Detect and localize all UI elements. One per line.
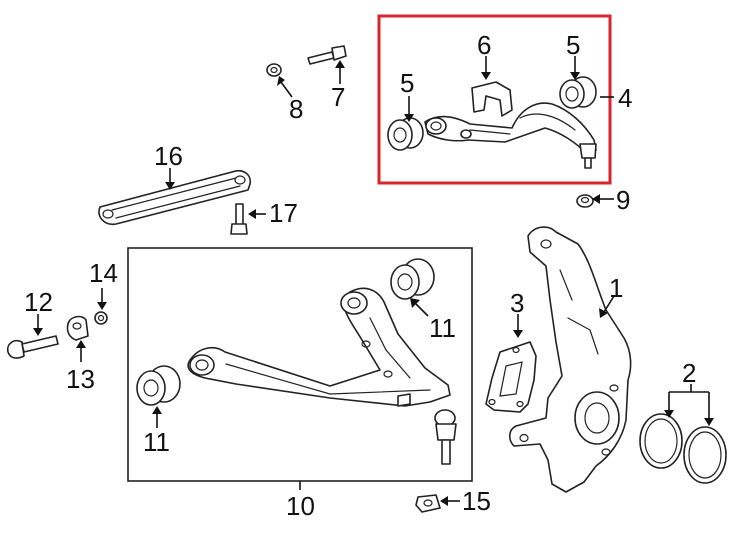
- callout-3: 3: [510, 288, 524, 318]
- callout-14: 14: [89, 258, 118, 288]
- arrow-5a: [404, 114, 414, 122]
- arrow-2b: [704, 418, 714, 426]
- callout-10: 10: [286, 491, 315, 521]
- leader-8: [280, 81, 293, 98]
- leader-11b: [415, 303, 429, 317]
- bushing-11-right: [390, 258, 435, 300]
- bushing-5-right: [559, 76, 597, 109]
- arrow-11a: [152, 406, 162, 414]
- arrow-9: [592, 194, 600, 204]
- bushing-5-left: [387, 117, 424, 151]
- callout-2: 2: [682, 358, 696, 388]
- callout-16: 16: [154, 141, 183, 171]
- callout-4: 4: [618, 83, 632, 113]
- leader-2: [668, 384, 710, 420]
- callout-6: 6: [477, 30, 491, 60]
- arrow-17: [248, 209, 256, 219]
- arrow-12: [33, 328, 43, 336]
- splash-shield-3: [485, 341, 537, 413]
- steering-knuckle-1: [508, 226, 632, 493]
- nut-14: [94, 311, 108, 325]
- arrow-15: [440, 496, 448, 506]
- bolt-17: [230, 203, 248, 235]
- nut-15: [415, 494, 441, 513]
- callout-13: 13: [66, 364, 95, 394]
- callout-5a: 5: [400, 68, 414, 98]
- seal-ring-left: [639, 413, 683, 469]
- lower-control-arm: [187, 287, 451, 407]
- arrow-5c: [570, 72, 580, 80]
- washer-13: [66, 315, 89, 341]
- callout-8: 8: [289, 94, 303, 124]
- callout-1: 1: [609, 273, 623, 303]
- arrow-3: [513, 330, 523, 338]
- callout-9: 9: [616, 185, 630, 215]
- arrow-16: [165, 182, 175, 190]
- upper-control-arm-highlight-box: [377, 14, 612, 185]
- callout-11b: 11: [429, 313, 456, 343]
- bolt-12: [6, 335, 59, 359]
- arrow-14: [97, 302, 107, 310]
- arrow-7: [335, 60, 345, 68]
- bracket-6: [471, 81, 513, 117]
- strut-rod-16: [98, 169, 252, 226]
- arrow-13: [76, 340, 86, 348]
- arrow-1: [599, 308, 608, 318]
- nut-8: [266, 63, 282, 77]
- bushing-11-left: [136, 365, 181, 406]
- ball-joint: [434, 409, 457, 465]
- arrow-2a: [664, 410, 674, 418]
- callout-11a: 11: [143, 427, 170, 457]
- arrow-6: [481, 72, 491, 80]
- arrow-8: [277, 76, 285, 86]
- arrow-11b: [410, 298, 420, 308]
- bolt-7: [307, 45, 347, 65]
- callout-17: 17: [269, 198, 298, 228]
- callout-12: 12: [24, 287, 53, 317]
- callout-7: 7: [331, 82, 345, 112]
- leader-1: [603, 295, 615, 313]
- nut-9: [576, 194, 594, 208]
- upper-control-arm: [424, 102, 597, 169]
- callout-5c: 5: [566, 30, 580, 60]
- callout-15: 15: [462, 486, 491, 516]
- seal-ring-right: [683, 426, 727, 484]
